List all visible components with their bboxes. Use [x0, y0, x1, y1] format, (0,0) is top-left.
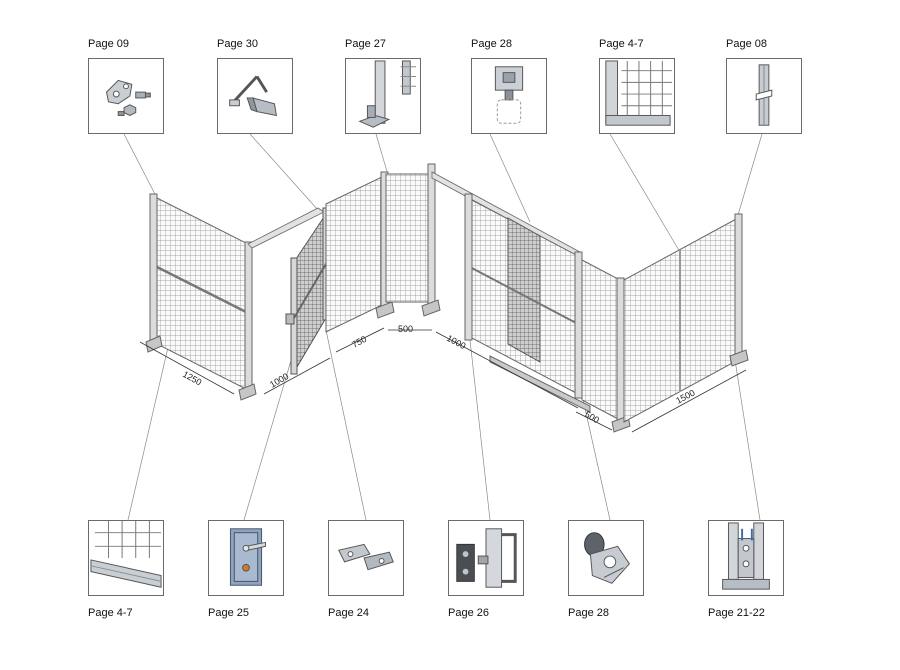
dimension-1250: 1250: [181, 369, 203, 387]
fence-panel-750: [325, 171, 395, 333]
dimension-1000: 1000: [445, 333, 467, 351]
dimension-500: 500: [583, 409, 601, 425]
page-label-bottom-2: Page 25: [208, 607, 249, 619]
swing-door: [285, 207, 330, 375]
frame-rail-icon: [88, 520, 164, 596]
page-label-top-5: Page 4-7: [599, 38, 644, 50]
foot-plate-icon: [708, 520, 784, 596]
fence-panel-500-back: [385, 163, 441, 317]
leader-lines: [123, 133, 763, 521]
door-closer-icon: [217, 58, 293, 134]
page-label-top-1: Page 09: [88, 38, 129, 50]
fence-panel-500: [581, 259, 631, 433]
fence-panel-right: [623, 213, 749, 423]
post-profile-icon: [726, 58, 802, 134]
page-label-bottom-1: Page 4-7: [88, 607, 133, 619]
door-lock-icon: [208, 520, 284, 596]
roller-bracket-icon: [568, 520, 644, 596]
page-label-bottom-5: Page 28: [568, 607, 609, 619]
page-label-top-6: Page 08: [726, 38, 767, 50]
fence-panel-1000: [464, 193, 591, 413]
dimension-1500: 1500: [674, 388, 696, 406]
bracket-bolt-icon: [88, 58, 164, 134]
hinge-plate-icon: [328, 520, 404, 596]
dimension-750: 750: [350, 334, 368, 350]
page-label-top-2: Page 30: [217, 38, 258, 50]
page-label-top-3: Page 27: [345, 38, 386, 50]
post-hinge-icon: [345, 58, 421, 134]
dimension-lines: [139, 327, 747, 433]
fence-panel-left: [145, 193, 257, 401]
page-label-bottom-6: Page 21-22: [708, 607, 765, 619]
page-label-bottom-3: Page 24: [328, 607, 369, 619]
dimension-labels: 1250 1000 750 500 1000 500 1500: [181, 324, 697, 425]
profile-connector-icon: [471, 58, 547, 134]
dimension-1000-gate: 1000: [268, 371, 290, 390]
page-label-bottom-4: Page 26: [448, 607, 489, 619]
mesh-frame-corner-icon: [599, 58, 675, 134]
dimension-500-back: 500: [398, 324, 413, 334]
sliding-latch-icon: [448, 520, 524, 596]
page-label-top-4: Page 28: [471, 38, 512, 50]
